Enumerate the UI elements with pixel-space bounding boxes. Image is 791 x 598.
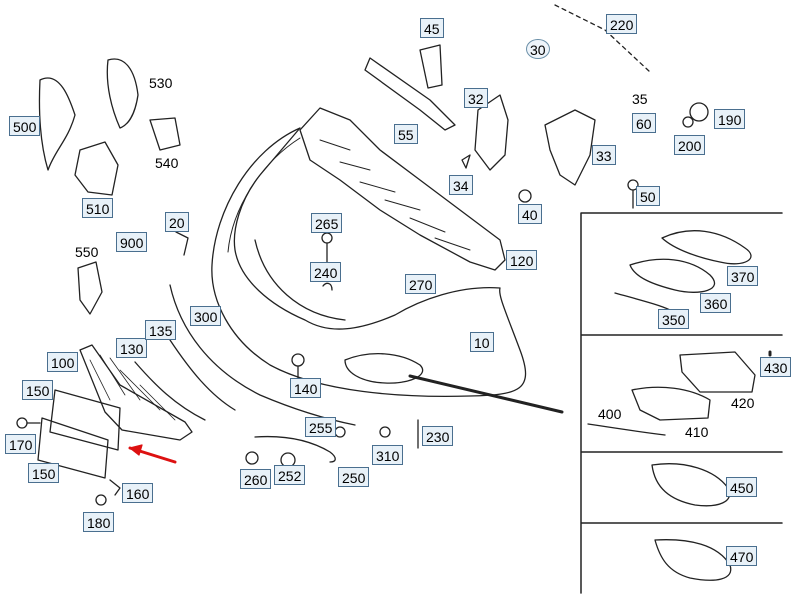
- label-60: 60: [632, 113, 656, 133]
- label-55: 55: [394, 124, 418, 144]
- strip-350: [614, 292, 671, 311]
- label-150-upper: 150: [22, 380, 54, 400]
- strip-400: [587, 423, 666, 436]
- grille-100: [79, 344, 193, 441]
- grille-360: [629, 258, 716, 293]
- bracket-33: [544, 109, 596, 186]
- label-200: 200: [674, 135, 706, 155]
- label-240: 240: [310, 262, 342, 282]
- bar-220: [554, 4, 651, 73]
- label-32: 32: [464, 88, 488, 108]
- label-250: 250: [338, 467, 370, 487]
- inset-frame: [580, 212, 783, 594]
- label-180: 180: [83, 512, 115, 532]
- label-190: 190: [714, 109, 746, 129]
- pointer-arrow: [408, 374, 564, 414]
- bar-55: [364, 57, 456, 131]
- plate-bracket-150-lower: [37, 417, 109, 479]
- label-40: 40: [518, 204, 542, 224]
- label-470: 470: [726, 546, 758, 566]
- bumper-fog-opening: [344, 353, 424, 384]
- label-135: 135: [145, 320, 177, 340]
- label-360: 360: [700, 293, 732, 313]
- label-410: 410: [685, 424, 709, 440]
- grille-470: [654, 539, 732, 581]
- label-450: 450: [726, 477, 758, 497]
- label-33: 33: [592, 145, 616, 165]
- label-220: 220: [606, 14, 638, 34]
- label-310: 310: [372, 445, 404, 465]
- trim-370: [661, 230, 752, 265]
- strip-250: [254, 435, 336, 463]
- liner-500: [38, 77, 76, 171]
- label-420: 420: [731, 395, 755, 411]
- part-550: [77, 261, 103, 315]
- plate-bracket-150-upper: [49, 389, 121, 451]
- grille-410: [631, 386, 711, 421]
- label-550: 550: [75, 244, 99, 260]
- label-260: 260: [240, 469, 272, 489]
- grille-420: [679, 351, 756, 393]
- part-45: [419, 44, 443, 89]
- label-50: 50: [636, 186, 660, 206]
- label-20: 20: [165, 212, 189, 232]
- part-510: [74, 141, 119, 196]
- label-45: 45: [420, 18, 444, 38]
- strip-130: [134, 361, 206, 421]
- label-350: 350: [658, 309, 690, 329]
- label-900: 900: [116, 232, 148, 252]
- label-130: 130: [116, 338, 148, 358]
- label-530: 530: [149, 75, 173, 91]
- label-400: 400: [598, 406, 622, 422]
- label-540: 540: [155, 155, 179, 171]
- bumper-cover: [211, 127, 527, 397]
- label-510: 510: [82, 198, 114, 218]
- strip-135: [169, 339, 236, 411]
- label-265: 265: [311, 213, 343, 233]
- label-252: 252: [274, 465, 306, 485]
- grille-450: [651, 463, 731, 507]
- bracket-32: [474, 94, 509, 171]
- label-270: 270: [405, 274, 437, 294]
- label-160: 160: [122, 483, 154, 503]
- label-170: 170: [5, 434, 37, 454]
- label-255: 255: [305, 417, 337, 437]
- label-370: 370: [727, 266, 759, 286]
- label-30: 30: [526, 39, 550, 59]
- part-540: [149, 117, 181, 151]
- label-120: 120: [506, 250, 538, 270]
- label-100: 100: [47, 352, 79, 372]
- label-10: 10: [470, 332, 494, 352]
- label-230: 230: [422, 426, 454, 446]
- label-35: 35: [632, 91, 648, 107]
- label-140: 140: [290, 378, 322, 398]
- liner-530: [106, 58, 139, 129]
- impact-absorber: [299, 107, 506, 271]
- label-300: 300: [190, 306, 222, 326]
- label-430: 430: [760, 357, 791, 377]
- label-500: 500: [9, 116, 41, 136]
- label-34: 34: [449, 175, 473, 195]
- label-150-lower: 150: [28, 463, 60, 483]
